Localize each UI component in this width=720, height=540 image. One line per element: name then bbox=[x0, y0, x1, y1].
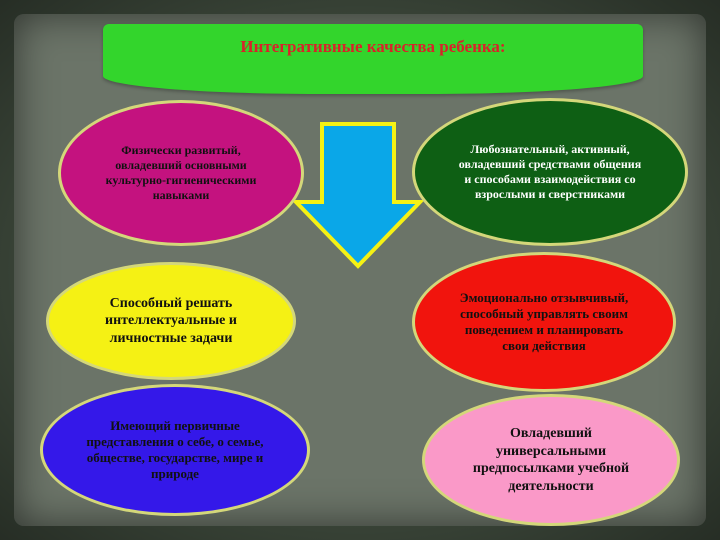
quality-curious: Любознательный, активный, овладевший сре… bbox=[412, 98, 688, 246]
quality-representations: Имеющий первичные представления о себе, … bbox=[40, 384, 310, 516]
slide-title: Интегративные качества ребенка: bbox=[240, 37, 506, 56]
quality-emotional: Эмоционально отзывчивый, способный управ… bbox=[412, 252, 676, 392]
down-arrow-icon bbox=[292, 122, 424, 269]
quality-learning: Овладевший универсальными предпосылками … bbox=[422, 394, 680, 526]
quality-problem-solving-text: Способный решать интеллектуальные и личн… bbox=[105, 295, 237, 346]
quality-curious-text: Любознательный, активный, овладевший сре… bbox=[458, 142, 642, 201]
quality-learning-text: Овладевший универсальными предпосылками … bbox=[472, 426, 630, 494]
quality-representations-text: Имеющий первичные представления о себе, … bbox=[86, 417, 264, 482]
quality-physical: Физически развитый, овладевший основными… bbox=[58, 100, 304, 246]
quality-emotional-text: Эмоционально отзывчивый, способный управ… bbox=[459, 289, 629, 354]
quality-physical-text: Физически развитый, овладевший основными… bbox=[105, 143, 257, 202]
title-banner bbox=[103, 24, 643, 94]
quality-problem-solving: Способный решать интеллектуальные и личн… bbox=[46, 262, 296, 380]
